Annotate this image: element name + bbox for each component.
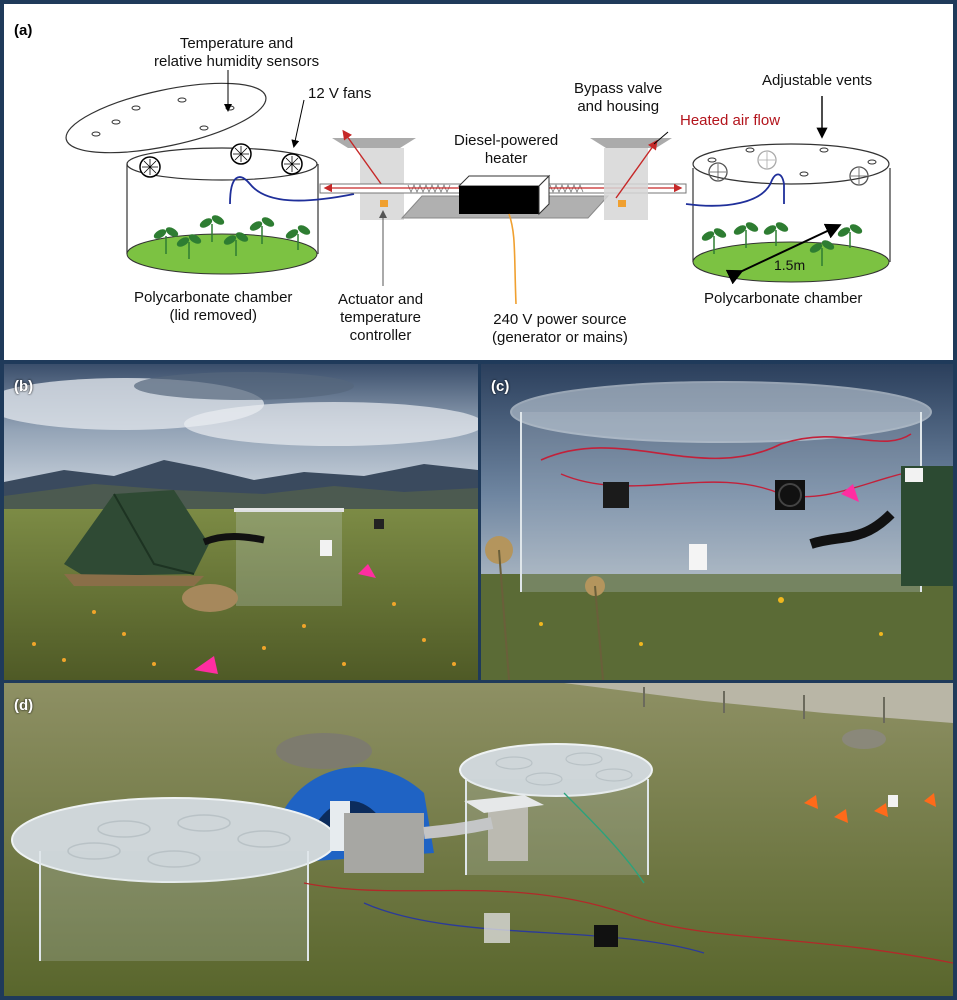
right-chamber-lid bbox=[692, 143, 890, 185]
photo-c-scene bbox=[481, 364, 953, 680]
fans-label: 12 V fans bbox=[308, 85, 372, 102]
left-chamber bbox=[65, 82, 355, 275]
power-cable bbox=[508, 213, 517, 305]
plants-icon bbox=[153, 215, 311, 259]
left-chamber-wall bbox=[126, 164, 319, 254]
actuator-icon bbox=[618, 200, 626, 207]
panel-c-photo: (c) bbox=[481, 364, 953, 680]
fan-icon bbox=[139, 156, 161, 178]
actuator-icon bbox=[380, 200, 388, 207]
photo-d-scene bbox=[4, 683, 953, 996]
sensor-cable bbox=[229, 176, 355, 205]
left-chamber-lid bbox=[65, 82, 267, 154]
diesel-heater bbox=[400, 174, 610, 305]
fans-leader bbox=[291, 99, 305, 148]
panel-d-photo: (d) bbox=[4, 683, 953, 996]
panel-b-label: (b) bbox=[14, 378, 34, 395]
left-bypass-housing bbox=[332, 129, 416, 220]
left-chamber-rim bbox=[126, 147, 318, 181]
right-chamber-label: Polycarbonate chamber bbox=[704, 290, 863, 307]
bypass-leader bbox=[653, 131, 669, 145]
fan-icon bbox=[757, 150, 777, 170]
left-duct bbox=[319, 183, 463, 194]
right-chamber bbox=[685, 143, 891, 285]
left-chamber-label: Polycarbonate chamber(lid removed) bbox=[134, 289, 293, 324]
fan-icon bbox=[849, 166, 869, 186]
right-bypass-housing bbox=[590, 138, 672, 220]
left-chamber-ground bbox=[126, 233, 318, 275]
vents-label: Adjustable vents bbox=[762, 72, 873, 89]
fan-icon bbox=[281, 153, 303, 175]
fan-icon bbox=[230, 143, 252, 165]
panel-c-label: (c) bbox=[491, 378, 510, 395]
panel-b-photo: (b) bbox=[4, 364, 478, 680]
schematic-drawing bbox=[65, 70, 891, 305]
heated-air-label: Heated air flow bbox=[680, 112, 781, 129]
power-label: 240 V power source(generator or mains) bbox=[492, 311, 628, 346]
panel-a-label: (a) bbox=[14, 22, 33, 39]
diameter-label: 1.5m bbox=[774, 257, 806, 273]
panel-a-diagram: (a) bbox=[4, 4, 953, 360]
sensor-cable bbox=[685, 173, 785, 207]
fan-icon bbox=[708, 162, 728, 182]
photo-b-scene bbox=[4, 364, 478, 680]
diameter-arrow bbox=[725, 223, 842, 285]
panel-d-label: (d) bbox=[14, 697, 34, 714]
